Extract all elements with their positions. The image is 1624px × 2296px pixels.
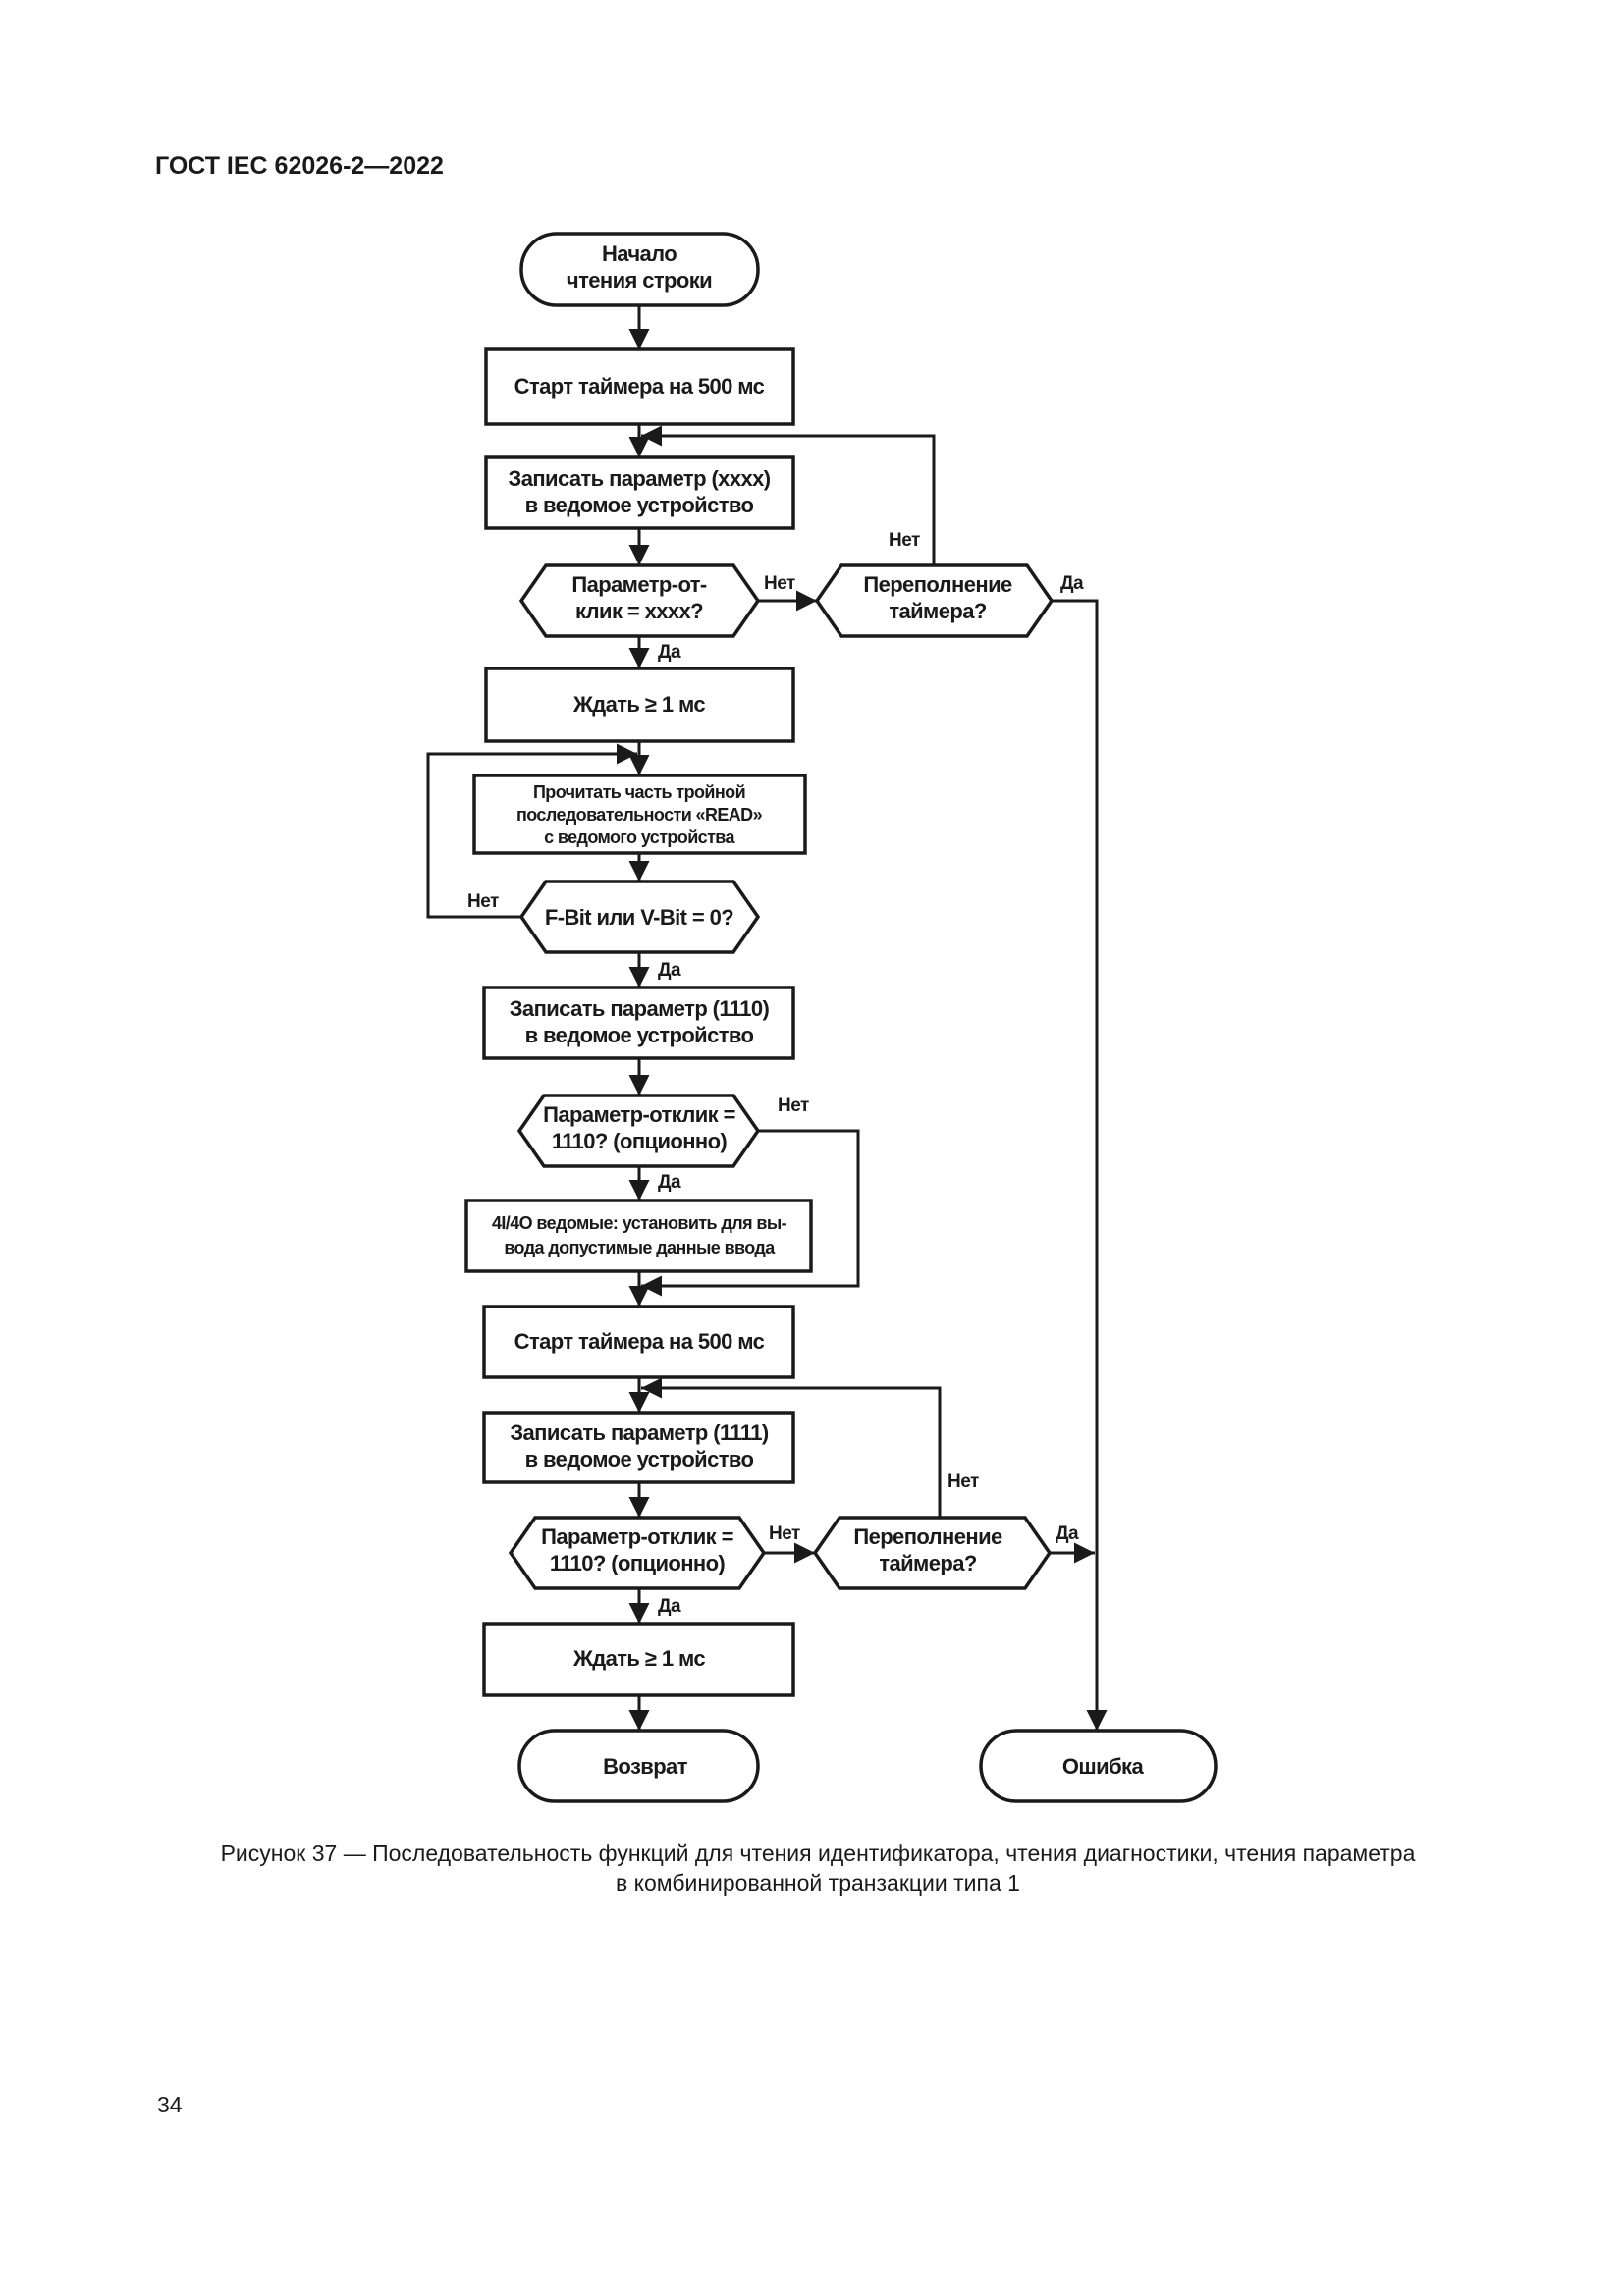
arrow-check2-bypass xyxy=(641,1129,860,1297)
svg-text:F-Bit или V-Bit = 0?: F-Bit или V-Bit = 0? xyxy=(545,905,733,930)
svg-text:Старт таймера на 500 мс: Старт таймера на 500 мс xyxy=(514,1329,765,1354)
check1-decision: Параметр-от- клик = xxxx? xyxy=(518,563,761,638)
check3-decision: Параметр-отклик = 1110? (опционно) xyxy=(508,1516,767,1590)
label-no: Нет xyxy=(947,1471,979,1492)
write3-box: Записать параметр (1111) в ведомое устро… xyxy=(482,1411,795,1484)
arrow-overflow1-loop xyxy=(641,425,936,565)
arrow-to-error xyxy=(1052,599,1108,1731)
label-no: Нет xyxy=(467,891,499,912)
svg-text:Переполнение: Переполнение xyxy=(853,1524,1002,1549)
svg-text:в ведомое устройство: в ведомое устройство xyxy=(525,493,754,517)
write1-box: Записать параметр (xxxx) в ведомое устро… xyxy=(484,455,795,530)
svg-text:Переполнение: Переполнение xyxy=(863,572,1012,597)
svg-text:последовательности «READ»: последовательности «READ» xyxy=(516,805,763,825)
start-terminator: Начало чтения строки xyxy=(519,232,760,307)
branch-labels: Нет Нет Да Да Нет Да Нет Да Нет Нет Да Д… xyxy=(467,530,1085,1617)
timer1-box: Старт таймера на 500 мс xyxy=(484,347,795,426)
svg-text:в ведомое устройство: в ведомое устройство xyxy=(525,1023,754,1047)
read-box: Прочитать часть тройной последовательнос… xyxy=(472,774,807,855)
check2-decision: Параметр-отклик = 1110? (опционно) xyxy=(516,1094,761,1168)
arrow-fvbit-loop xyxy=(426,743,637,919)
svg-text:с ведомого устройства: с ведомого устройства xyxy=(544,828,735,847)
svg-text:Ждать ≥ 1 мс: Ждать ≥ 1 мс xyxy=(572,692,705,717)
svg-text:Параметр-от-: Параметр-от- xyxy=(571,572,707,597)
svg-text:чтения строки: чтения строки xyxy=(567,268,712,293)
svg-text:4I/4O ведомые: установить для: 4I/4O ведомые: установить для вы- xyxy=(492,1213,787,1233)
connectors xyxy=(426,305,1108,1731)
arrow-overflow2-loop xyxy=(641,1377,942,1518)
slaves-box: 4I/4O ведомые: установить для вы- вода д… xyxy=(464,1199,813,1273)
write2-box: Записать параметр (1110) в ведомое устро… xyxy=(482,986,795,1060)
label-yes: Да xyxy=(658,960,681,981)
timer2-box: Старт таймера на 500 мс xyxy=(482,1305,795,1379)
label-no: Нет xyxy=(889,530,920,551)
svg-text:Параметр-отклик =: Параметр-отклик = xyxy=(541,1524,733,1549)
svg-text:таймера?: таймера? xyxy=(889,599,987,623)
label-yes: Да xyxy=(658,642,681,663)
label-no: Нет xyxy=(778,1095,809,1116)
fvbit-decision: F-Bit или V-Bit = 0? xyxy=(518,880,761,954)
svg-text:в ведомое устройство: в ведомое устройство xyxy=(525,1447,754,1471)
svg-text:Записать параметр (xxxx): Записать параметр (xxxx) xyxy=(509,466,771,491)
wait1-box: Ждать ≥ 1 мс xyxy=(484,667,795,743)
document-header: ГОСТ IEC 62026-2—2022 xyxy=(155,152,444,180)
svg-text:Прочитать часть тройной: Прочитать часть тройной xyxy=(533,782,745,802)
svg-text:Начало: Начало xyxy=(602,241,677,266)
figure-caption-line2: в комбинированной транзакции типа 1 xyxy=(616,1870,1020,1896)
label-yes: Да xyxy=(1056,1523,1079,1544)
svg-text:Записать параметр (1110): Записать параметр (1110) xyxy=(510,996,770,1021)
svg-text:Ошибка: Ошибка xyxy=(1062,1754,1145,1779)
svg-text:Старт таймера на 500 мс: Старт таймера на 500 мс xyxy=(514,374,765,399)
overflow2-decision: Переполнение таймера? xyxy=(812,1516,1053,1590)
svg-text:1110? (опционно): 1110? (опционно) xyxy=(550,1551,726,1575)
error-terminator: Ошибка xyxy=(979,1729,1218,1803)
page-number: 34 xyxy=(157,2092,183,2117)
label-no: Нет xyxy=(764,573,795,594)
overflow1-decision: Переполнение таймера? xyxy=(814,563,1055,638)
svg-text:Возврат: Возврат xyxy=(603,1754,688,1779)
svg-text:клик = xxxx?: клик = xxxx? xyxy=(575,599,703,623)
label-yes: Да xyxy=(658,1596,681,1617)
svg-text:1110? (опционно): 1110? (опционно) xyxy=(552,1129,728,1153)
svg-text:таймера?: таймера? xyxy=(879,1551,977,1575)
label-yes: Да xyxy=(658,1172,681,1193)
svg-text:Параметр-отклик =: Параметр-отклик = xyxy=(543,1102,735,1127)
svg-text:Ждать ≥ 1 мс: Ждать ≥ 1 мс xyxy=(572,1646,705,1671)
svg-text:вода допустимые данные ввода: вода допустимые данные ввода xyxy=(504,1238,776,1257)
label-yes: Да xyxy=(1060,573,1084,594)
svg-text:Записать параметр (1111): Записать параметр (1111) xyxy=(510,1420,769,1445)
return-terminator: Возврат xyxy=(517,1729,760,1803)
label-no: Нет xyxy=(769,1523,800,1544)
wait2-box: Ждать ≥ 1 мс xyxy=(482,1622,795,1697)
figure-caption-line1: Рисунок 37 — Последовательность функций … xyxy=(221,1841,1416,1866)
